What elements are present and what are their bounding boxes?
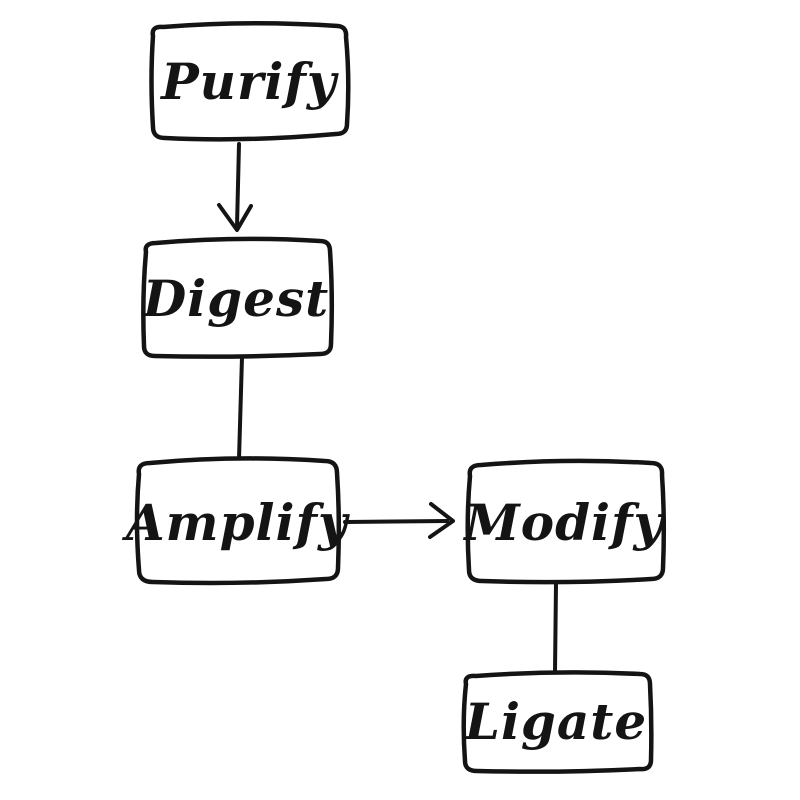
edge-purify-digest-shaft (235, 142, 241, 228)
node-digest: Digest (141, 236, 335, 359)
node-amplify-label: Amplify (122, 493, 350, 552)
node-ligate-box (461, 670, 654, 774)
node-amplify-box (134, 456, 342, 586)
edge-purify-to-digest (217, 142, 253, 232)
edge-modify-ligate-line (553, 581, 558, 674)
edge-amplify-modify-shaft (343, 519, 449, 524)
node-ligate: Ligate (461, 670, 654, 774)
node-purify-label: Purify (159, 52, 339, 111)
node-modify-label: Modify (462, 493, 665, 552)
edge-digest-amplify-line (237, 355, 244, 461)
node-modify-box (465, 458, 667, 585)
node-purify-box (149, 20, 351, 142)
edge-amplify-to-modify (343, 502, 455, 539)
node-purify: Purify (149, 20, 351, 142)
node-ligate-label: Ligate (463, 692, 647, 751)
arrowhead-right-icon (428, 502, 455, 539)
node-digest-label: Digest (141, 269, 329, 328)
node-digest-box (141, 236, 335, 359)
edge-modify-to-ligate (553, 581, 558, 674)
edge-digest-to-amplify (237, 355, 244, 461)
arrowhead-down-icon (217, 203, 253, 232)
node-modify: Modify (462, 458, 667, 585)
node-amplify: Amplify (122, 456, 350, 586)
